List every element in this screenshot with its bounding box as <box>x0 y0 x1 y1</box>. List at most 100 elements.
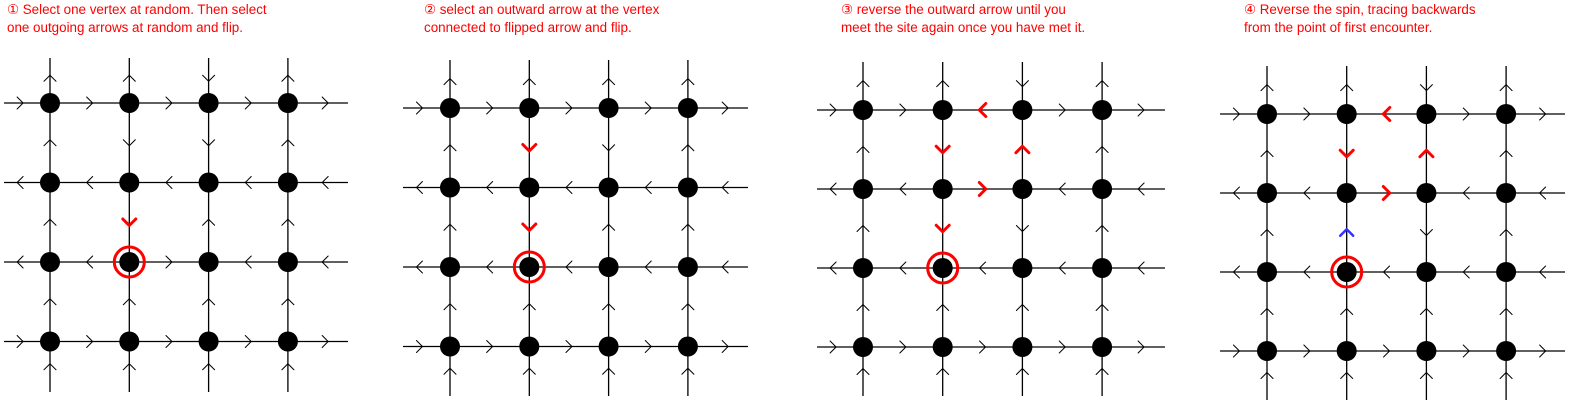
vertical-arrow <box>281 139 295 147</box>
lattice-vertex <box>1416 104 1437 124</box>
vertical-arrow <box>1015 80 1029 88</box>
horizontal-arrow <box>899 103 907 117</box>
vertical-arrow <box>602 303 616 311</box>
lattice-vertex <box>1092 179 1113 199</box>
horizontal-arrow <box>1462 344 1470 358</box>
horizontal-arrow <box>415 340 423 353</box>
panel-2-lattice <box>403 60 748 396</box>
vertical-arrow <box>1419 84 1433 92</box>
horizontal-arrow <box>721 340 729 353</box>
horizontal-arrow <box>244 255 252 269</box>
vertical-arrow <box>856 80 870 88</box>
horizontal-arrow <box>1303 265 1311 279</box>
vertical-arrow <box>281 298 295 306</box>
lattice-vertex <box>40 93 60 113</box>
lattice-vertex <box>119 331 140 352</box>
panel-4-caption-line-2: from the point of first encounter. <box>1244 20 1433 35</box>
vertical-arrow <box>681 144 695 152</box>
panel-3-caption-line-1: ③ reverse the outward arrow until you <box>841 2 1066 17</box>
lattice-vertex <box>1496 262 1517 282</box>
panel-2-caption: ② select an outward arrow at the vertex … <box>424 1 659 37</box>
panel-2-caption-line-1: ② select an outward arrow at the vertex <box>424 2 660 17</box>
lattice-vertex <box>932 337 953 357</box>
horizontal-arrow <box>415 101 423 115</box>
horizontal-arrow <box>829 103 837 117</box>
horizontal-arrow <box>165 255 173 269</box>
lattice-vertex <box>1416 262 1437 282</box>
horizontal-arrow <box>1058 340 1066 354</box>
horizontal-arrow <box>644 101 652 115</box>
vertical-arrow <box>1015 304 1029 311</box>
lattice-vertex <box>1092 337 1113 357</box>
panel-1-lattice <box>4 58 348 392</box>
lattice-vertex <box>1257 341 1277 361</box>
lattice-vertex <box>1496 183 1517 203</box>
horizontal-arrow <box>16 335 24 348</box>
vertical-arrow <box>43 298 57 306</box>
lattice-vertex <box>519 98 540 118</box>
lattice-vertex <box>1257 104 1277 124</box>
lattice-vertex <box>1012 179 1033 199</box>
horizontal-arrow <box>486 340 494 353</box>
flipped-horizontal-arrow <box>1381 106 1392 122</box>
flipped-vertical-arrow <box>121 217 138 227</box>
lattice-vertex <box>1012 258 1033 278</box>
vertical-arrow <box>43 363 57 371</box>
vertical-arrow <box>1419 229 1433 236</box>
vertical-arrow <box>122 298 136 306</box>
selected-vertex-ring <box>926 251 960 285</box>
lattice-vertex <box>519 177 540 198</box>
horizontal-arrow <box>829 261 837 275</box>
vertical-arrow <box>281 363 295 371</box>
horizontal-arrow <box>16 176 24 189</box>
vertical-arrow <box>522 78 536 86</box>
horizontal-arrow <box>1462 107 1470 121</box>
lattice-vertex <box>598 98 619 118</box>
lattice-vertex <box>119 252 140 272</box>
horizontal-arrow <box>565 340 573 353</box>
lattice-vertex <box>1012 100 1033 120</box>
horizontal-arrow <box>1303 344 1311 358</box>
vertical-arrow <box>856 368 870 375</box>
horizontal-arrow <box>415 260 423 274</box>
lattice-vertex <box>1336 341 1357 361</box>
horizontal-arrow <box>829 340 837 354</box>
lattice-vertex <box>440 257 460 277</box>
panel-3-caption: ③ reverse the outward arrow until you me… <box>841 1 1085 37</box>
vertical-arrow <box>1260 372 1274 379</box>
horizontal-arrow <box>1383 265 1391 279</box>
lattice-vertex <box>277 252 298 272</box>
lattice-vertex <box>1496 104 1517 124</box>
lattice-vertex <box>598 336 619 357</box>
vertical-arrow <box>1015 368 1029 375</box>
lattice-vertex <box>440 336 460 357</box>
lattice-vertex <box>277 93 298 113</box>
horizontal-arrow <box>565 181 573 194</box>
lattice-vertex <box>677 257 698 277</box>
horizontal-arrow <box>244 96 252 110</box>
lattice-vertex <box>277 331 298 352</box>
vertical-arrow <box>856 146 870 153</box>
vertical-arrow <box>122 74 136 82</box>
horizontal-arrow <box>1539 186 1547 200</box>
lattice-vertex <box>1336 104 1357 124</box>
horizontal-arrow <box>1303 186 1311 200</box>
lattice-vertex <box>853 179 873 199</box>
panel-4-caption-line-1: ④ Reverse the spin, tracing backwards <box>1244 2 1476 17</box>
horizontal-arrow <box>979 261 987 275</box>
vertical-arrow <box>1095 225 1109 232</box>
flipped-vertical-arrow <box>521 143 538 153</box>
lattice-vertex <box>440 98 460 118</box>
lattice-vertex <box>932 258 953 278</box>
vertical-arrow <box>1419 372 1433 379</box>
vertical-arrow <box>122 363 136 371</box>
vertical-arrow <box>443 223 457 231</box>
lattice-vertex <box>1257 183 1277 203</box>
horizontal-arrow <box>1058 261 1066 275</box>
panel-1-caption-line-1: ① Select one vertex at random. Then sele… <box>7 2 267 17</box>
vertical-arrow <box>202 298 216 306</box>
vertical-arrow <box>122 139 136 147</box>
horizontal-arrow <box>1058 103 1066 117</box>
horizontal-arrow <box>899 340 907 354</box>
